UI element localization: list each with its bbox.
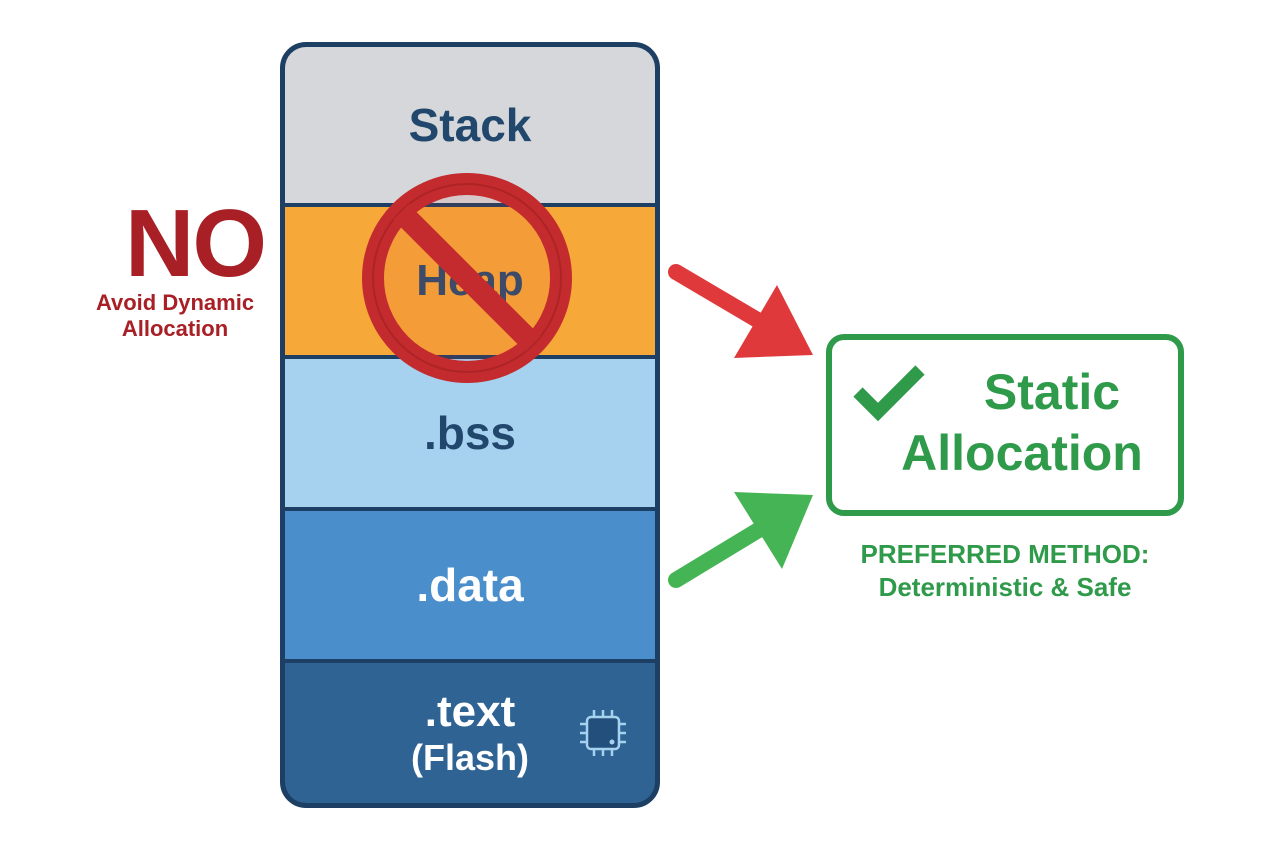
stack-segment: Stack xyxy=(285,47,655,203)
data-label: .data xyxy=(416,559,524,611)
heap-segment: Heap xyxy=(285,203,655,355)
preferred-caption-line2: Deterministic & Safe xyxy=(878,572,1132,603)
heap-label: Heap xyxy=(416,256,524,305)
static-title-line1: Static xyxy=(983,364,1121,420)
text-sublabel: (Flash) xyxy=(410,737,529,779)
static-title-line2: Allocation xyxy=(901,425,1143,481)
no-caption-line2: Allocation xyxy=(121,316,229,342)
data-segment: .data xyxy=(285,507,655,659)
red-arrow xyxy=(668,264,813,358)
bss-label: .bss xyxy=(423,407,517,459)
no-heading: NO xyxy=(125,190,267,297)
bss-segment: .bss xyxy=(285,355,655,507)
text-label: .text xyxy=(424,687,516,736)
chip-icon xyxy=(580,710,626,756)
checkmark-icon xyxy=(853,365,925,422)
preferred-caption-line1: PREFERRED METHOD: xyxy=(860,539,1150,569)
green-arrow xyxy=(668,492,813,588)
static-allocation-box: Static Allocation xyxy=(826,334,1184,516)
text-segment: .text (Flash) xyxy=(285,659,655,803)
no-caption: Avoid Dynamic Allocation xyxy=(60,290,290,343)
static-allocation-title: Static Allocation xyxy=(872,362,1172,484)
preferred-caption: PREFERRED METHOD: Deterministic & Safe xyxy=(820,538,1190,605)
stack-label: Stack xyxy=(408,99,532,151)
memory-map: Stack Heap .bss .data .text (Flash) xyxy=(280,42,660,808)
no-caption-line1: Avoid Dynamic xyxy=(95,290,255,315)
